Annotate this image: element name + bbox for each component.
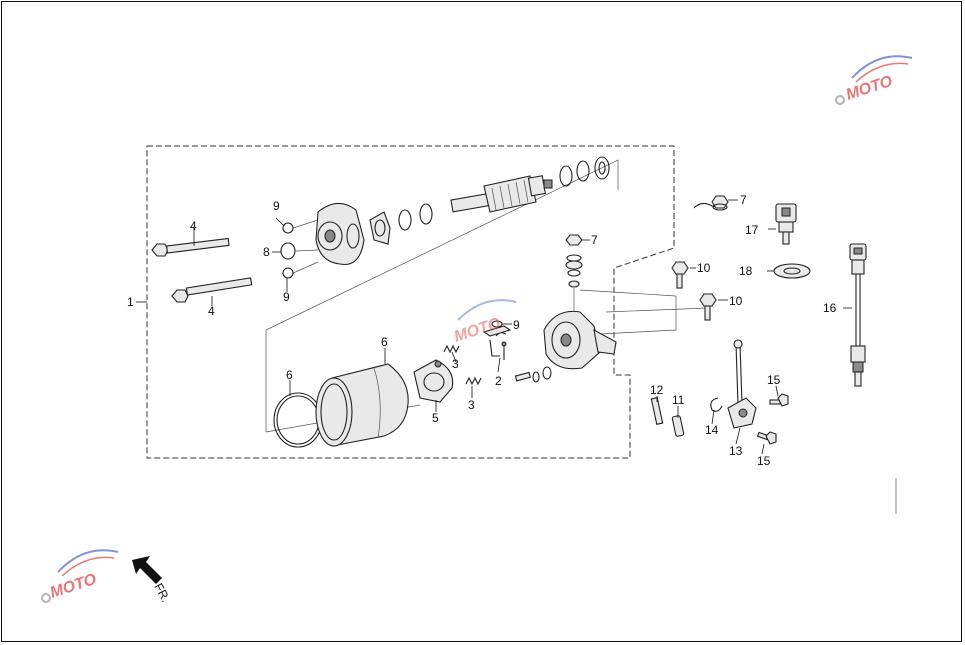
- sensor-part-17: [775, 203, 797, 245]
- assembly-guide-lower: [599, 296, 709, 335]
- washer-c: [559, 165, 573, 187]
- o-ring-part-9-upper: [282, 222, 294, 234]
- rear-cover: [543, 310, 617, 370]
- brush-holder-part-5: [413, 359, 454, 403]
- washer-b: [419, 203, 433, 225]
- label-part-17: 17: [745, 223, 759, 237]
- label-part-6-left: 6: [286, 368, 293, 382]
- label-part-6-right: 6: [381, 335, 388, 349]
- label-part-13: 13: [729, 444, 743, 458]
- clip-part-14: [710, 397, 723, 412]
- sensor-part-16: [849, 243, 867, 387]
- label-part-16: 16: [823, 301, 837, 315]
- label-part-4-upper: 4: [190, 219, 197, 233]
- bolt-part-4-upper: [151, 237, 230, 257]
- washer-d: [576, 160, 590, 182]
- armature: [450, 175, 553, 213]
- small-washer-a: [532, 371, 540, 383]
- label-part-1: 1: [127, 295, 134, 309]
- bracket-part-13: [727, 339, 757, 429]
- label-part-14: 14: [705, 423, 719, 437]
- washer-e: [594, 156, 610, 180]
- label-part-5: 5: [432, 411, 439, 425]
- label-part-15-upper: 15: [767, 373, 781, 387]
- label-part-2: 2: [495, 374, 502, 388]
- label-part-7-right: 7: [740, 193, 747, 207]
- washer-part-18: [773, 263, 811, 279]
- bolt-part-10-lower: [699, 293, 717, 321]
- label-part-10-upper: 10: [697, 261, 711, 275]
- label-part-9-bottom: 9: [283, 290, 290, 304]
- part-labels: 1 2 3 3 4 4 5 6 6 7 7 8 9 9 9 10 10 11 1…: [127, 193, 837, 468]
- label-part-9-top: 9: [273, 199, 280, 213]
- label-part-12: 12: [650, 383, 664, 397]
- direction-label: FR.: [151, 581, 172, 605]
- bolt-part-15-lower: [756, 431, 777, 445]
- brush-plate: [369, 211, 391, 245]
- label-part-8: 8: [263, 245, 270, 259]
- front-direction-arrow: FR.: [132, 556, 173, 604]
- label-part-3-upper: 3: [452, 357, 459, 371]
- label-part-18: 18: [739, 264, 753, 278]
- terminal-kit-part-2: [482, 325, 512, 360]
- spring-part-3-lower: [465, 376, 482, 386]
- watermark-logo-center: MOTO: [452, 299, 517, 346]
- label-part-11: 11: [672, 393, 685, 407]
- svg-text:MOTO: MOTO: [48, 571, 99, 602]
- o-ring-part-8: [280, 242, 296, 260]
- leader-17-guide: [579, 289, 677, 297]
- o-ring-part-9-lower: [282, 267, 294, 279]
- front-cover: [315, 202, 365, 266]
- label-part-15-lower: 15: [757, 454, 771, 468]
- label-part-9-middle: 9: [513, 318, 520, 332]
- nut-with-lead-part-7: [693, 195, 729, 211]
- watermark-logo-top-right: MOTO: [835, 55, 913, 105]
- leader-lines: [136, 199, 852, 455]
- nut-stack: [565, 234, 583, 312]
- label-part-10-lower: 10: [729, 294, 743, 308]
- label-part-3-lower: 3: [468, 398, 475, 412]
- bolt-part-4-lower: [171, 277, 253, 303]
- washer-a: [398, 209, 412, 231]
- label-part-4-lower: 4: [208, 304, 215, 318]
- spring-part-3-upper: [443, 344, 460, 354]
- bolt-part-15-upper: [769, 393, 789, 407]
- label-part-7-middle: 7: [591, 233, 598, 247]
- bolt-part-10-upper: [671, 261, 689, 289]
- o-ring-part-6: [273, 392, 323, 448]
- watermark-logo-bottom-left: MOTO: [41, 549, 119, 603]
- small-bolt: [514, 371, 531, 382]
- starter-assembly-boundary: [146, 145, 675, 459]
- small-washer-b: [542, 366, 552, 380]
- pin-part-12: [650, 397, 664, 425]
- yoke-housing-part-6: [315, 363, 409, 447]
- pin-part-11: [671, 415, 685, 437]
